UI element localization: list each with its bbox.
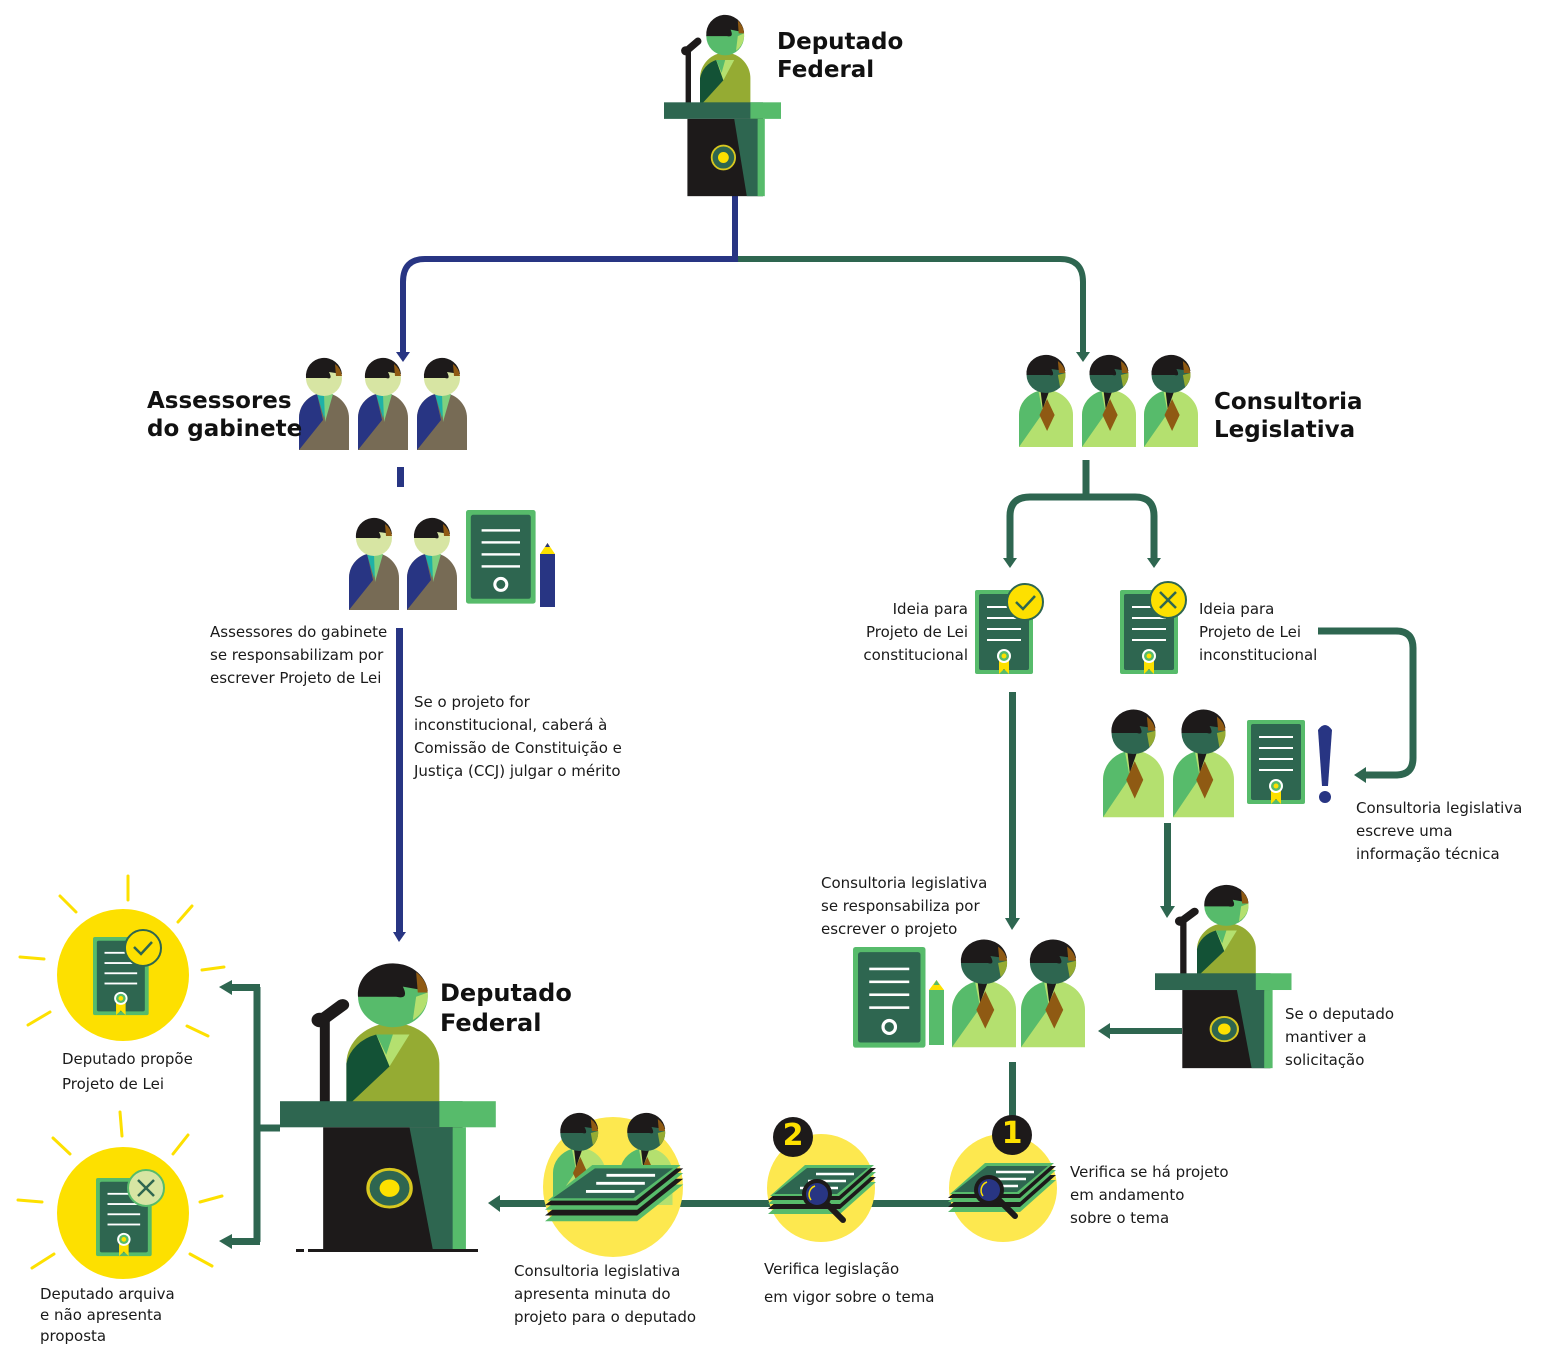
x-badge-icon — [127, 1169, 165, 1207]
assessores-escrevem-caption: Assessores do gabinete se responsabiliza… — [210, 623, 388, 687]
arrowhead — [488, 1195, 500, 1212]
arrowhead — [219, 980, 232, 995]
connector-top-to-consultoria — [738, 256, 1086, 352]
arrowhead — [1354, 767, 1366, 783]
ideia-inconstitucional-icon — [1120, 581, 1187, 674]
informacao-tecnica-icon — [1103, 709, 1332, 818]
arrowhead — [219, 1234, 232, 1249]
step-2-number: 2 — [782, 1118, 804, 1153]
check-badge-icon — [1006, 583, 1044, 621]
arrowhead — [1076, 352, 1090, 362]
connector-assessores-to-deputado — [396, 628, 403, 932]
consultoria-escreve-caption: Consultoria legislativa se responsabiliz… — [821, 874, 988, 938]
x-badge-icon — [1149, 581, 1187, 619]
connector-constitucional-down — [1009, 692, 1016, 920]
connector-inconstitucional-loop — [1318, 627, 1417, 779]
connector-bottom-flow — [498, 1200, 968, 1207]
consultoria-group-icon — [1019, 354, 1198, 447]
arrowhead — [393, 932, 406, 942]
bottom-deputado-title: Deputado Federal — [440, 979, 572, 1037]
propoe-caption: Deputado propõe Projeto de Lei — [62, 1050, 193, 1093]
arrowhead — [1160, 906, 1175, 918]
connector-deputado-outcomes — [253, 987, 280, 1242]
step-1-caption: Verifica se há projeto em andamento sobr… — [1070, 1163, 1229, 1227]
arrowhead — [1098, 1023, 1110, 1039]
arrowhead — [1005, 918, 1020, 930]
exclamation-icon — [1318, 725, 1332, 803]
ideia-inconstitucional-caption: Ideia para Projeto de Lei inconstitucion… — [1199, 600, 1318, 664]
ccj-note-caption: Se o projeto for inconstitucional, caber… — [414, 693, 622, 780]
step-1-icon — [946, 1115, 1058, 1242]
arrowhead — [396, 352, 410, 362]
ideia-constitucional-icon — [975, 583, 1044, 674]
deputado-mantem-caption: Se o deputado mantiver a solicitação — [1285, 1005, 1395, 1069]
connector-assessores-dash — [397, 467, 404, 487]
connector-mantem-left — [1108, 1028, 1182, 1034]
step-2-icon — [766, 1117, 878, 1242]
assessores-group-icon — [299, 357, 467, 450]
propoe-sun-icon — [18, 874, 226, 1041]
connectors — [219, 195, 1417, 1249]
step-1-number-badge — [992, 1115, 1032, 1155]
informacao-tecnica-caption: Consultoria legislativa escreve uma info… — [1356, 799, 1523, 863]
top-deputado-figure — [663, 13, 782, 198]
minuta-caption: Consultoria legislativa apresenta minuta… — [514, 1262, 697, 1326]
check-badge-icon — [124, 929, 162, 967]
connector-escreve-down — [1009, 1062, 1016, 1122]
minuta-icon — [543, 1112, 685, 1257]
assessores-writing-icon — [349, 508, 555, 610]
step-2-caption: Verifica legislação em vigor sobre o tem… — [764, 1260, 935, 1306]
arrowhead — [1003, 558, 1017, 568]
connector-top-to-assessores — [400, 195, 738, 352]
arquiva-caption: Deputado arquiva e não apresenta propost… — [40, 1285, 175, 1345]
connector-consultoria-split — [1006, 460, 1158, 560]
arrowhead — [1147, 558, 1161, 568]
connector-info-down — [1164, 823, 1171, 908]
arquiva-sun-icon — [16, 1110, 224, 1279]
step-2-number-badge — [773, 1117, 813, 1157]
consultoria-title: Consultoria Legislativa — [1214, 389, 1363, 443]
top-deputado-title: Deputado Federal — [777, 29, 904, 83]
assessores-title: Assessores do gabinete — [147, 388, 303, 442]
consultoria-escreve-icon — [851, 939, 1085, 1050]
ideia-constitucional-caption: Ideia para Projeto de Lei constitucional — [863, 600, 968, 664]
deputado-mantem-figure — [1153, 883, 1293, 1070]
step-1-number: 1 — [1001, 1116, 1023, 1151]
